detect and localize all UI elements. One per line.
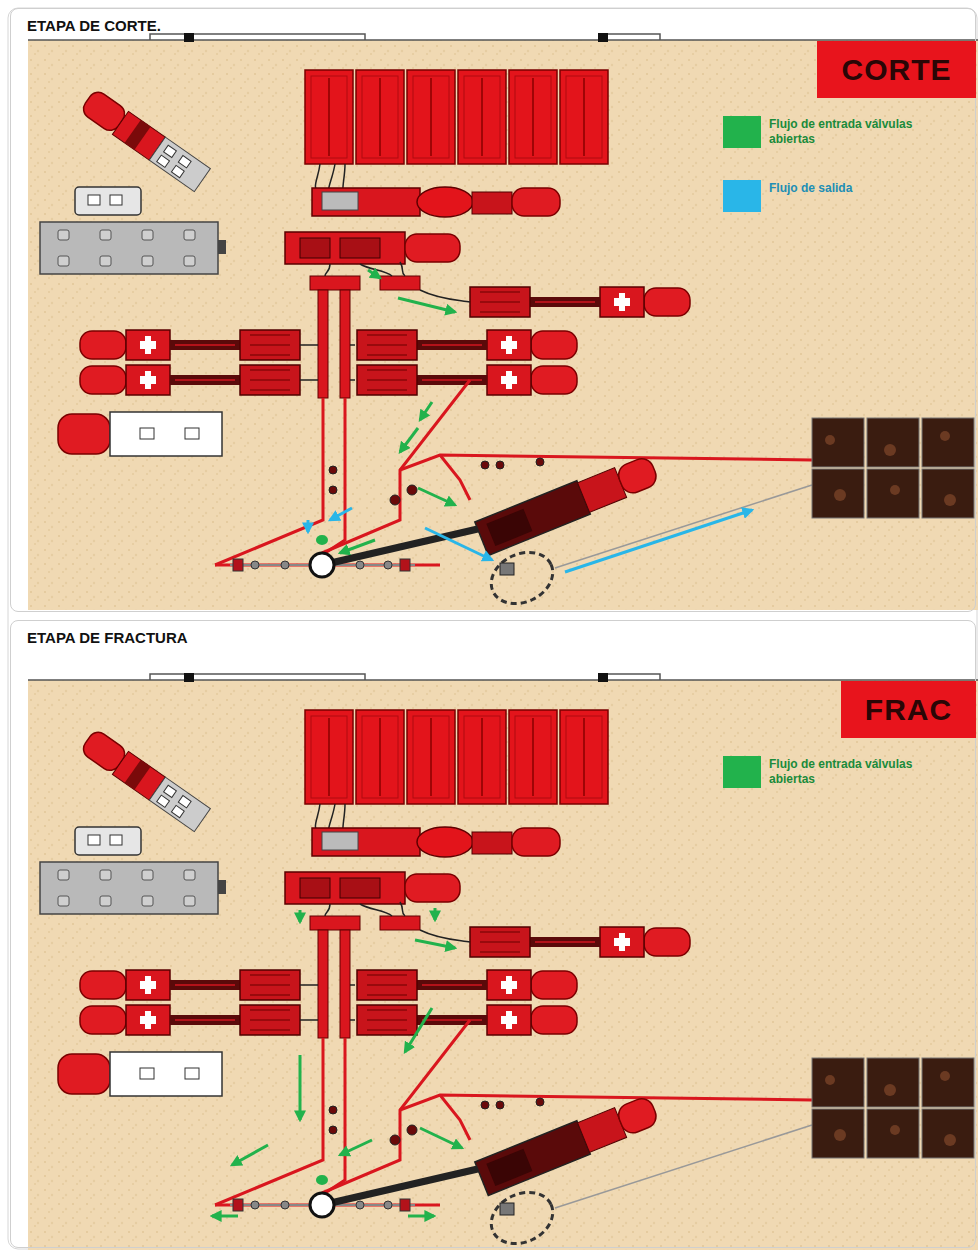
stage-badge: CORTE	[817, 41, 976, 98]
legend-text: Flujo de salida	[769, 180, 939, 196]
stage-heading: ETAPA DE CORTE.	[27, 17, 161, 34]
legend-swatch	[723, 180, 761, 212]
legend-swatch	[723, 116, 761, 148]
legend-swatch	[723, 756, 761, 788]
stage-panel: ETAPA DE FRACTURA FRAC	[10, 620, 976, 1248]
legend-item: Flujo de entrada válvulas abiertas	[723, 116, 939, 148]
legend-text: Flujo de entrada válvulas abiertas	[769, 116, 939, 147]
legend-text: Flujo de entrada válvulas abiertas	[769, 756, 939, 787]
stage-panel: ETAPA DE CORTE. CORTE	[10, 8, 976, 612]
legend-item: Flujo de entrada válvulas abiertas	[723, 756, 939, 788]
legend-item: Flujo de salida	[723, 180, 939, 212]
stage-heading: ETAPA DE FRACTURA	[27, 629, 188, 646]
stage-label: FRAC	[865, 693, 952, 727]
stage-label: CORTE	[842, 53, 952, 87]
stage-badge: FRAC	[841, 681, 976, 738]
